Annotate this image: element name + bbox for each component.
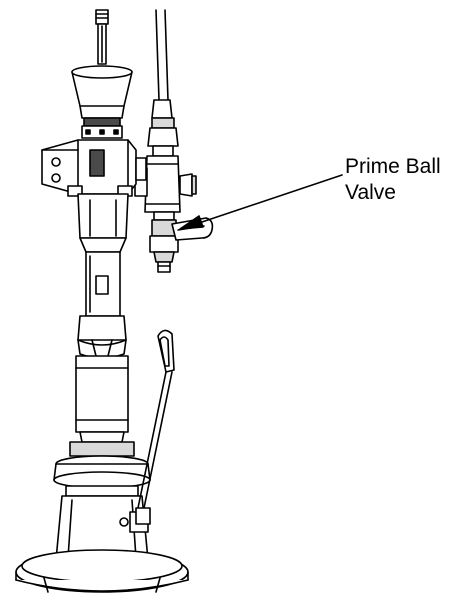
wet-cup — [72, 66, 132, 138]
displacement-pipe — [86, 252, 120, 316]
manifold-bracket — [42, 140, 146, 196]
lower-cylinder — [76, 356, 128, 442]
lower-flange — [54, 442, 150, 496]
top-stem — [96, 10, 108, 64]
hose-fitting — [148, 118, 178, 156]
pump-body — [78, 194, 128, 252]
drain-rod — [136, 330, 174, 524]
arrow-leader-icon — [180, 175, 342, 229]
prime-ball-valve-callout: Prime Ball Valve — [345, 154, 441, 206]
base-plate — [16, 550, 188, 592]
coupling-nut — [78, 316, 126, 358]
supply-hose — [152, 10, 172, 118]
callout-line-1: Prime Ball — [345, 155, 441, 178]
tee-fitting — [135, 156, 196, 212]
callout-line-2: Valve — [345, 181, 396, 204]
